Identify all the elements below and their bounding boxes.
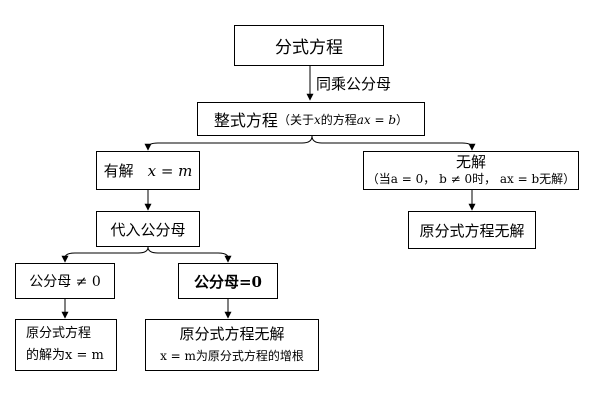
node-has-solution: 有解 x = m (96, 151, 200, 190)
polynomial-note-var: x (313, 112, 321, 127)
node-fractional-equation: 分式方程 (234, 25, 384, 66)
node-substitute-denominator: 代入公分母 (96, 211, 200, 247)
polynomial-note-eq: ax = b (356, 112, 397, 127)
polynomial-note-mid: 的方程 (320, 112, 357, 127)
node-no-solution: 无解 （当a = 0， b ≠ 0时， ax = b无解） (363, 151, 579, 190)
step-multiply-label: 同乘公分母 (316, 75, 392, 93)
node-original-solution: 原分式方程 的解为x = m (15, 319, 117, 371)
node-polynomial-equation-label: 整式方程 (213, 111, 278, 130)
denominator-zero-label: 公分母=0 (193, 272, 262, 291)
original-solution-line2: 的解为x = m (26, 348, 104, 363)
original-no-solution-right-label: 原分式方程无解 (419, 221, 525, 240)
has-solution-label: 有解 (103, 162, 134, 180)
node-polynomial-equation: 整式方程 （关于x的方程ax = b） (197, 102, 425, 136)
node-fractional-equation-label: 分式方程 (275, 38, 343, 58)
no-solution-note: （当a = 0， b ≠ 0时， ax = b无解） (366, 171, 576, 186)
substitute-denominator-label: 代入公分母 (110, 220, 186, 239)
node-denominator-nonzero: 公分母 ≠ 0 (15, 263, 115, 299)
node-denominator-zero: 公分母=0 (178, 263, 278, 299)
has-solution-eq: x = m (147, 161, 193, 180)
original-solution-line1: 原分式方程 (26, 326, 92, 341)
polynomial-note-prefix: （关于 (277, 112, 314, 127)
denominator-nonzero-label: 公分母 ≠ 0 (29, 274, 101, 290)
node-original-no-solution-right: 原分式方程无解 (408, 211, 536, 249)
no-solution-title: 无解 (455, 152, 486, 171)
original-no-solution-center-label: 原分式方程无解 (179, 325, 285, 343)
extraneous-root-label: x = m为原分式方程的增根 (160, 349, 304, 363)
node-extraneous-root: 原分式方程无解 x = m为原分式方程的增根 (145, 319, 319, 371)
node-polynomial-note: （关于x的方程ax = b） (278, 111, 408, 128)
polynomial-note-suffix: ） (396, 112, 409, 127)
